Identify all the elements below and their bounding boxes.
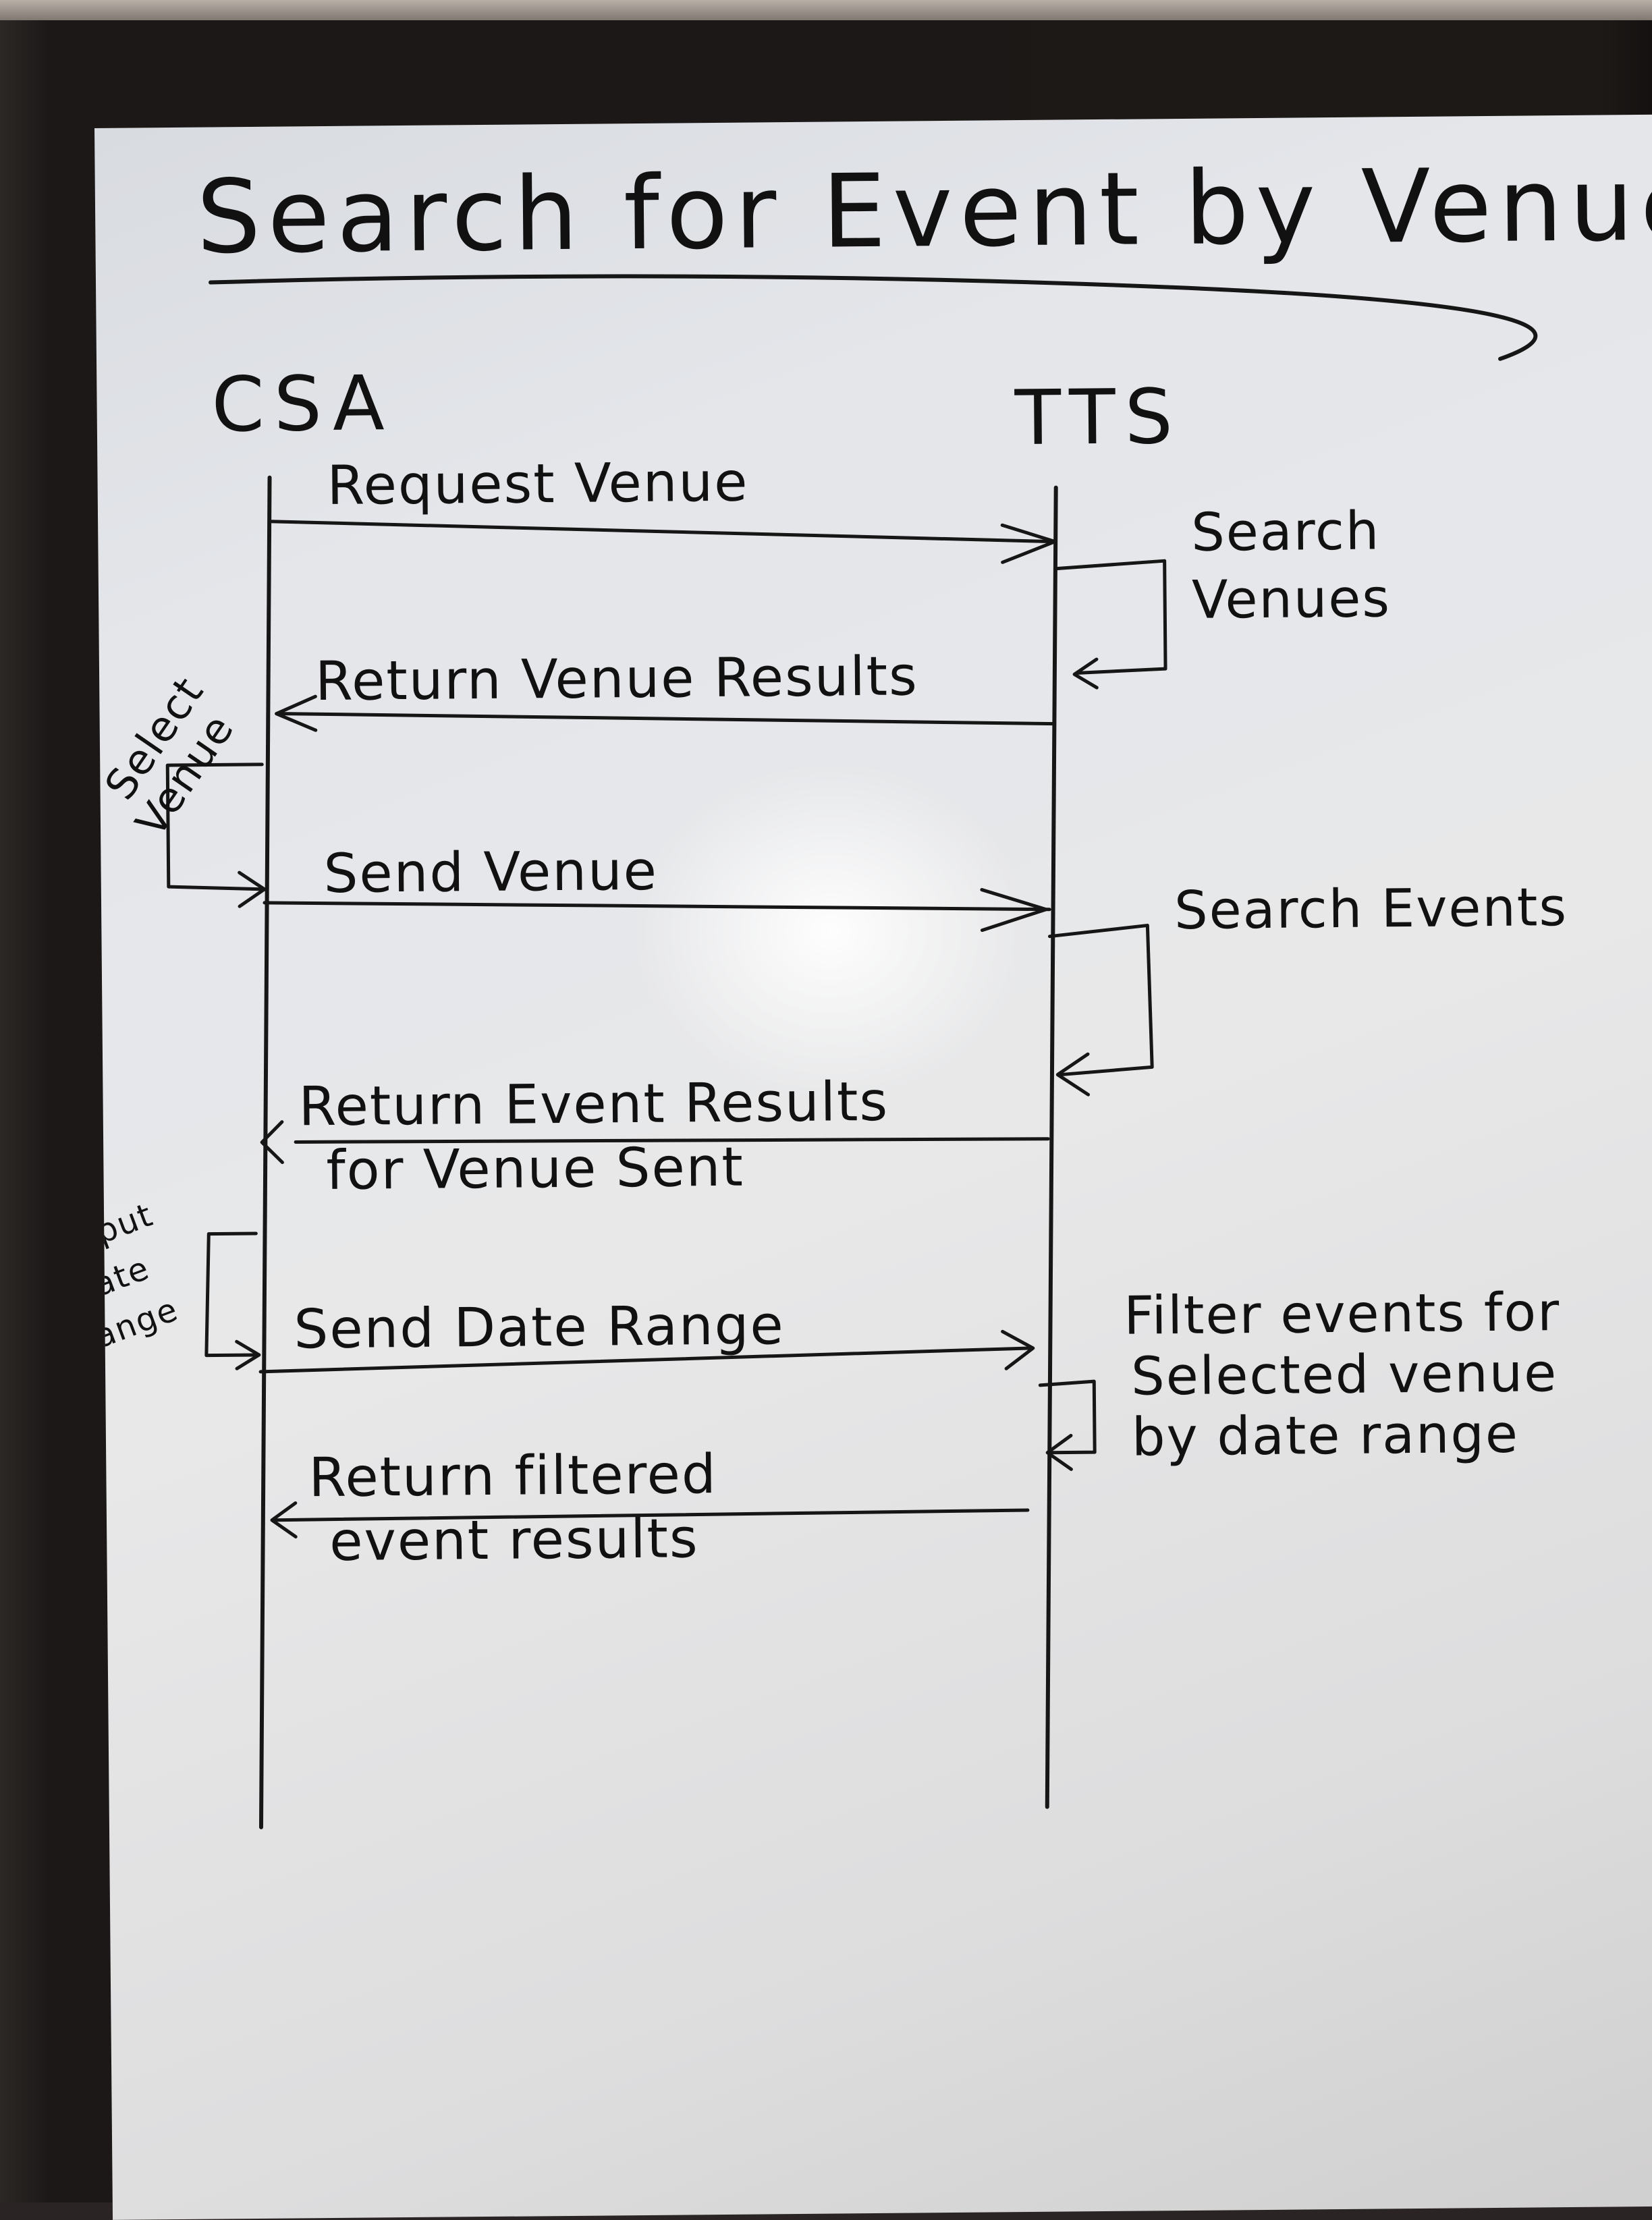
diagram-title: Search for Event by Venue [196, 146, 1652, 277]
title-underline [209, 274, 1538, 361]
lifeline-tts [1045, 485, 1058, 1809]
arrowhead-icon [238, 870, 267, 908]
message-arrow [268, 520, 1055, 544]
message-label: Return Venue Results [315, 644, 918, 713]
message-arrow [273, 1508, 1030, 1522]
self-call-label: Search Events [1174, 877, 1568, 941]
message-label: Send Date Range [294, 1294, 785, 1360]
message-label: Send Venue [323, 839, 658, 905]
arrowhead-icon [235, 1339, 261, 1370]
sequence-diagram: Search for Event by Venue CSA TTS Reques… [94, 146, 1652, 1829]
arrowhead-icon [1045, 1433, 1073, 1471]
actor-csa: CSA [211, 360, 394, 449]
self-call-arrow [1048, 923, 1154, 1077]
arrowhead-icon [1072, 657, 1099, 690]
message-arrow [258, 1346, 1032, 1374]
self-call-label: Selected venue [1131, 1343, 1558, 1408]
message-arrow [263, 901, 1051, 912]
message-arrow [294, 1137, 1050, 1144]
arrowhead-icon [980, 888, 1048, 933]
message-label: for Venue Sent [326, 1136, 744, 1202]
message-arrow [280, 712, 1057, 726]
message-label: Request Venue [327, 451, 749, 517]
self-call-arrow [204, 1231, 259, 1358]
lifeline-csa [258, 475, 272, 1829]
actor-tts: TTS [1014, 373, 1182, 462]
self-call-arrow [1038, 1379, 1097, 1455]
self-call-arrow [1055, 559, 1167, 675]
arrowhead-icon [1055, 1052, 1091, 1097]
arrowhead-icon [1001, 1329, 1035, 1370]
message-label: Return Event Results [298, 1070, 889, 1138]
self-call-label: Search [1191, 501, 1381, 563]
whiteboard: Search for Event by Venue CSA TTS Reques… [94, 114, 1652, 2220]
arrowhead-icon [275, 694, 318, 732]
self-call-label: by date range [1132, 1404, 1520, 1468]
message-label: Return filtered [308, 1443, 717, 1509]
self-call-arrow [165, 762, 265, 891]
arrowhead-icon [1000, 523, 1057, 564]
arrowhead-icon [270, 1501, 298, 1538]
arrowhead-icon [260, 1120, 284, 1165]
self-call-label: Input [94, 1196, 159, 1262]
self-call-label: Venues [1192, 568, 1392, 631]
self-call-label: Filter events for [1124, 1282, 1561, 1347]
